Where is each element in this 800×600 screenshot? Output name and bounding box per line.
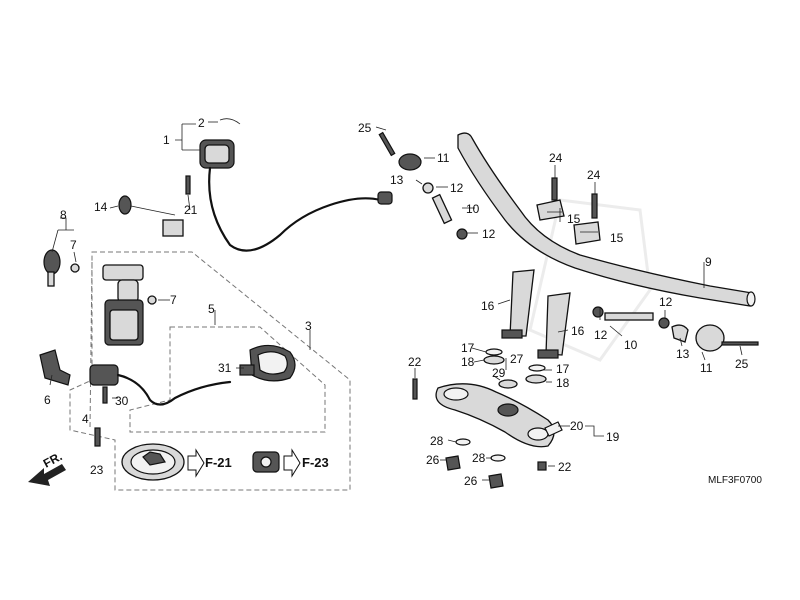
callout-10: 10 xyxy=(466,202,480,216)
callout-23: 23 xyxy=(90,463,104,477)
reference-label-f23: F-23 xyxy=(302,455,329,470)
callout-13: 13 xyxy=(390,173,404,187)
lock-pin-part-14 xyxy=(118,195,184,237)
callout-22: 22 xyxy=(408,355,422,369)
callout-7: 7 xyxy=(170,293,177,307)
callout-27: 27 xyxy=(510,352,524,366)
callout-16: 16 xyxy=(481,299,495,313)
callout-17: 17 xyxy=(461,341,475,355)
bracket-part-6 xyxy=(39,349,71,386)
handlebar-part-9 xyxy=(457,132,756,307)
steering-lock-assembly xyxy=(89,344,296,406)
bolt-part-23 xyxy=(94,427,101,447)
callout-6: 6 xyxy=(44,393,51,407)
screw-part-30 xyxy=(102,386,108,404)
group-outline-4 xyxy=(89,261,93,429)
group-outline-5 xyxy=(129,326,326,433)
callout-25: 25 xyxy=(358,121,372,135)
callout-9: 9 xyxy=(705,255,712,269)
callout-1: 1 xyxy=(163,133,170,147)
bar-end-right xyxy=(592,306,759,352)
top-bridge-part-19 xyxy=(412,378,555,471)
callout-25: 25 xyxy=(735,357,749,371)
callout-11: 11 xyxy=(700,361,713,375)
callout-12: 12 xyxy=(659,295,673,309)
callout-7: 7 xyxy=(70,238,77,252)
lower-fasteners xyxy=(445,421,563,489)
callout-11: 11 xyxy=(437,151,450,165)
callout-4: 4 xyxy=(82,412,89,426)
upper-clamp-left xyxy=(536,177,565,221)
callout-24: 24 xyxy=(587,168,601,182)
front-direction-arrow xyxy=(28,464,66,486)
key-part-8 xyxy=(43,249,80,287)
callout-12: 12 xyxy=(482,227,496,241)
reference-arrow-f23 xyxy=(283,448,301,478)
callout-21: 21 xyxy=(184,203,198,217)
callout-15: 15 xyxy=(610,231,624,245)
callout-12: 12 xyxy=(594,328,608,342)
callout-20: 20 xyxy=(570,419,584,433)
bushings-stack xyxy=(483,348,547,389)
callout-2: 2 xyxy=(198,116,205,130)
callout-labels: 1 2 14 21 8 7 7 5 3 6 31 30 4 23 25 11 1… xyxy=(41,116,763,488)
diagram-code: MLF3F0700 xyxy=(708,475,762,486)
callout-16: 16 xyxy=(571,324,585,338)
watermark-logo xyxy=(528,198,652,362)
callout-28: 28 xyxy=(472,451,486,465)
callout-18: 18 xyxy=(556,376,570,390)
callout-31: 31 xyxy=(218,361,232,375)
bar-end-left xyxy=(378,131,468,240)
callout-8: 8 xyxy=(60,208,67,222)
callout-15: 15 xyxy=(567,212,581,226)
leader-lines xyxy=(49,121,743,481)
callout-28: 28 xyxy=(430,434,444,448)
group-outline-3 xyxy=(69,251,351,491)
callout-24: 24 xyxy=(549,151,563,165)
reference-arrow-f21 xyxy=(187,448,205,478)
fuel-cap-part xyxy=(121,443,185,481)
ignition-switch-assembly xyxy=(102,264,157,346)
bolt-part-21 xyxy=(185,175,191,195)
callout-29: 29 xyxy=(492,366,506,380)
callout-22: 22 xyxy=(558,460,572,474)
callout-17: 17 xyxy=(556,362,570,376)
reference-label-f21: F-21 xyxy=(205,455,232,470)
callout-10: 10 xyxy=(624,338,638,352)
callout-19: 19 xyxy=(606,430,620,444)
callout-12: 12 xyxy=(450,181,464,195)
callout-26: 26 xyxy=(464,474,478,488)
ignition-switch-cover-part xyxy=(199,118,393,252)
seat-lock-part xyxy=(252,451,280,473)
riser-left xyxy=(501,269,535,339)
callout-26: 26 xyxy=(426,453,440,467)
callout-13: 13 xyxy=(676,347,690,361)
upper-clamp-right xyxy=(573,193,601,245)
riser-right xyxy=(537,292,571,359)
callout-14: 14 xyxy=(94,200,108,214)
callout-30: 30 xyxy=(115,394,129,408)
callout-3: 3 xyxy=(305,319,312,333)
callout-5: 5 xyxy=(208,302,215,316)
callout-18: 18 xyxy=(461,355,475,369)
